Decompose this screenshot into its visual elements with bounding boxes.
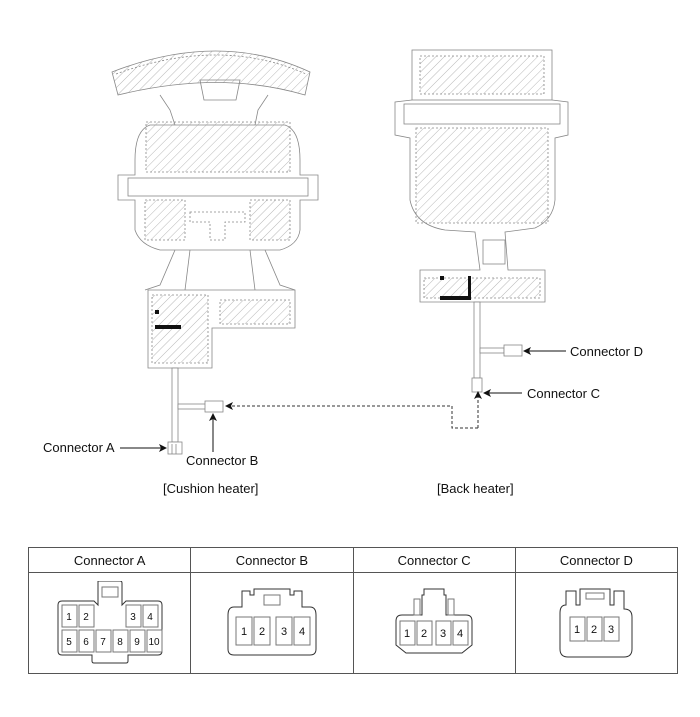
header-connector-a: Connector A xyxy=(27,547,192,573)
pin-c-1: 1 xyxy=(404,628,410,640)
pin-b-3: 3 xyxy=(281,626,287,638)
connector-d-label: Connector D xyxy=(570,344,643,359)
connector-c-body xyxy=(471,377,483,393)
connector-a-label: Connector A xyxy=(43,440,115,455)
cushion-harness xyxy=(167,367,224,455)
pin-b-1: 1 xyxy=(241,626,247,638)
pin-a-8: 8 xyxy=(117,637,123,648)
table-body-row: 1 2 3 4 5 6 7 8 9 10 xyxy=(27,572,679,674)
header-connector-b: Connector B xyxy=(190,547,354,573)
cell-connector-c: 1 2 3 4 xyxy=(352,572,516,674)
connector-pinout-table: Connector A Connector B Connector C Conn… xyxy=(27,547,679,674)
pin-d-3: 3 xyxy=(608,624,614,636)
cell-connector-a: 1 2 3 4 5 6 7 8 9 10 xyxy=(27,572,192,674)
table-header-row: Connector A Connector B Connector C Conn… xyxy=(27,547,679,573)
pin-d-2: 2 xyxy=(591,624,597,636)
cushion-heater-pad xyxy=(111,50,319,369)
pin-a-9: 9 xyxy=(134,637,140,648)
pin-d-1: 1 xyxy=(574,624,580,636)
connector-b-body xyxy=(204,400,224,413)
connector-b-label: Connector B xyxy=(186,453,259,468)
pin-c-3: 3 xyxy=(440,628,446,640)
pin-a-5: 5 xyxy=(66,637,72,648)
back-harness xyxy=(471,301,523,393)
back-heater-caption: [Back heater] xyxy=(437,481,514,496)
pin-a-6: 6 xyxy=(83,637,89,648)
pin-c-2: 2 xyxy=(421,628,427,640)
pin-a-1: 1 xyxy=(66,612,72,623)
pin-b-2: 2 xyxy=(259,626,265,638)
connector-c-label: Connector C xyxy=(527,386,600,401)
connector-a-body xyxy=(167,441,183,455)
pin-b-4: 4 xyxy=(299,626,305,638)
back-heater-pad xyxy=(394,49,569,303)
cell-connector-d: 1 2 3 xyxy=(514,572,679,674)
cushion-heater-caption: [Cushion heater] xyxy=(163,481,259,496)
connector-d-face: 1 2 3 xyxy=(559,588,633,658)
connector-b-face: 1 2 3 4 xyxy=(227,588,317,656)
pin-a-10: 10 xyxy=(148,637,160,648)
header-connector-d: Connector D xyxy=(514,547,679,573)
cell-connector-b: 1 2 3 4 xyxy=(190,572,354,674)
pin-a-2: 2 xyxy=(83,612,89,623)
heater-terminal xyxy=(155,325,181,329)
heater-wiring-diagram xyxy=(111,49,569,455)
pin-c-4: 4 xyxy=(457,628,463,640)
link-arrow-to-b xyxy=(225,402,478,429)
pin-a-4: 4 xyxy=(147,612,153,623)
header-connector-c: Connector C xyxy=(352,547,516,573)
pin-a-3: 3 xyxy=(130,612,136,623)
connector-c-face: 1 2 3 4 xyxy=(395,588,473,654)
connector-a-face: 1 2 3 4 5 6 7 8 9 10 xyxy=(57,581,163,664)
connector-d-body xyxy=(503,344,523,357)
pin-a-7: 7 xyxy=(100,637,106,648)
